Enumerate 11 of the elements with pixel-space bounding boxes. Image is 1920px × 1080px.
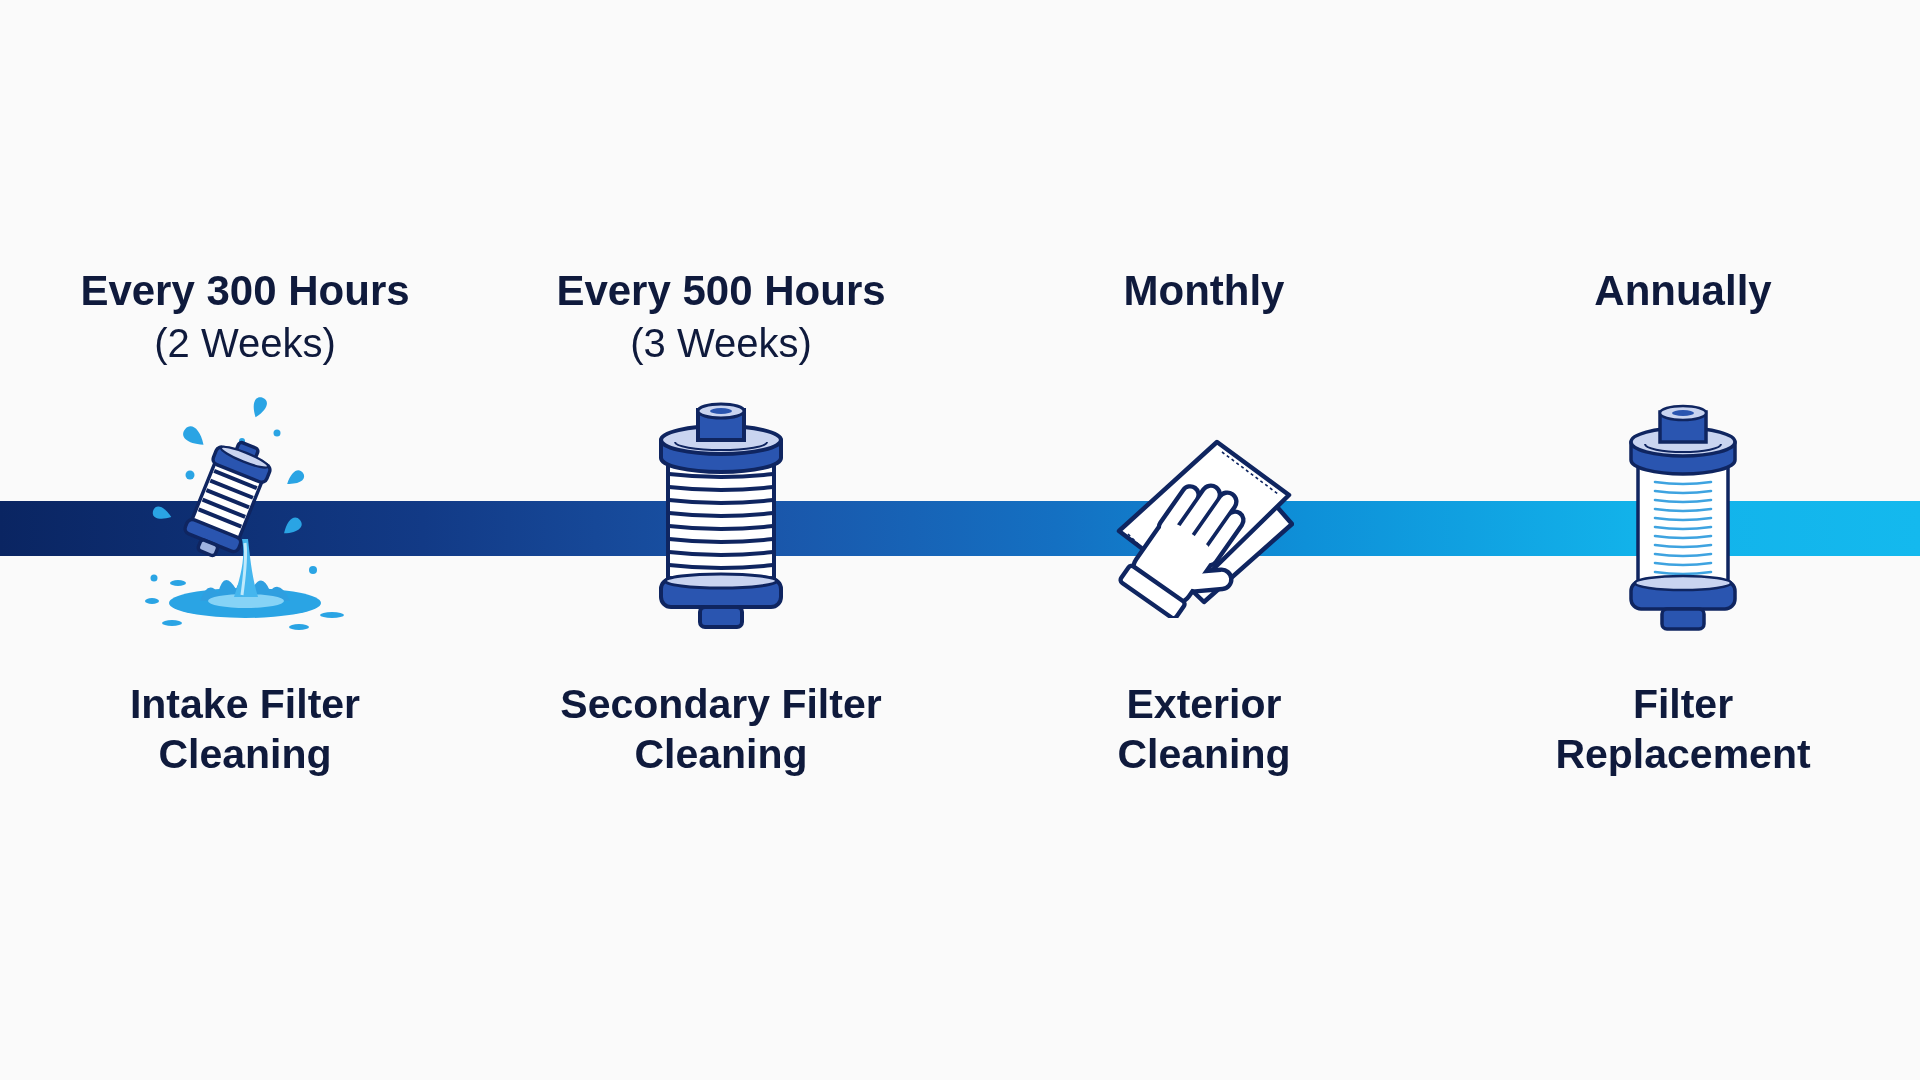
task-label: Secondary Filter Cleaning <box>559 680 883 779</box>
task-label: Filter Replacement <box>1554 680 1812 779</box>
interval-heading: Annually <box>1594 266 1772 316</box>
interval-heading: Every 300 Hours <box>80 266 410 316</box>
hand-wiping-cloth-icon <box>1114 438 1294 618</box>
interval-note: (3 Weeks) <box>630 320 812 367</box>
interval-note: (2 Weeks) <box>154 320 336 367</box>
interval-heading: Monthly <box>1123 266 1285 316</box>
task-label: Intake Filter Cleaning <box>128 680 362 779</box>
interval-heading: Every 500 Hours <box>556 266 886 316</box>
task-label: Exterior Cleaning <box>1116 680 1292 779</box>
